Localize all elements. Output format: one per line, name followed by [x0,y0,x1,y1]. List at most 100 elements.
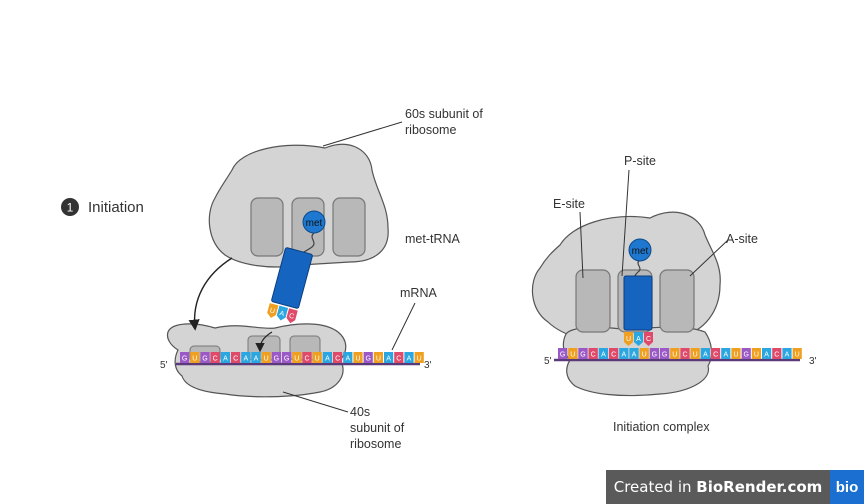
met-residue-left [302,210,326,234]
five-prime-left: 5' [160,360,168,371]
mrna-base-label-left-6: A [243,356,248,363]
mrna-base-right-2 [578,348,588,359]
label-met-trna: met-tRNA [405,232,461,246]
mrna-base-left-19 [373,352,383,363]
step-number-badge [61,198,79,216]
mrna-base-label-right-21: C [774,352,779,359]
mrna-base-label-left-22: A [407,356,412,363]
mrna-base-right-7 [629,348,639,359]
mrna-base-left-5 [231,352,241,363]
biorender-badge[interactable]: Created in BioRender.com bio [606,470,864,504]
label-large-subunit-1: 60s subunit of [405,107,483,121]
mrna-base-right-1 [568,348,578,359]
three-prime-left: 3' [424,360,432,371]
label-small-subunit-3: ribosome [350,437,401,451]
mrna-base-label-right-16: A [723,352,728,359]
mrna-base-label-left-12: C [304,356,309,363]
anticodon-a-right [634,332,643,346]
leader-p-site [621,169,630,277]
met-trna-left: U A C [267,247,313,324]
anticodon-u-text-left: U [269,307,276,315]
mrna-base-label-left-5: C [233,356,238,363]
mrna-base-label-left-0: G [182,356,187,363]
step-number: 1 [67,201,74,215]
mrna-base-label-left-17: U [355,356,360,363]
mrna-base-label-left-9: G [274,356,279,363]
mrna-base-label-left-15: C [335,356,340,363]
mrna-base-label-left-16: A [345,356,350,363]
mrna-base-label-right-3: C [591,352,596,359]
label-p-site: P-site [624,154,656,168]
mrna-base-left-3 [210,352,220,363]
met-residue-right [628,238,652,262]
mrna-base-right-9 [649,348,659,359]
mrna-base-right-5 [609,348,619,359]
anticodon-c-right [644,332,653,346]
label-large-subunit-2: ribosome [405,123,456,137]
mrna-base-label-left-11: U [294,356,299,363]
mrna-base-left-21 [394,352,404,363]
badge-brand: BioRender.com [696,478,823,496]
mrna-base-label-left-2: G [202,356,207,363]
mrna-base-label-left-10: G [284,356,289,363]
anticodon-c-text-left: C [288,313,295,321]
mrna-base-label-right-18: G [743,352,748,359]
mrna-base-left-10 [282,352,292,363]
label-small-subunit-1: 40s [350,405,370,419]
leader-a-site [689,239,729,277]
mrna-base-right-8 [639,348,649,359]
mrna-base-label-left-8: U [264,356,269,363]
mrna-base-label-left-20: A [386,356,391,363]
label-e-site: E-site [553,197,585,211]
mrna-base-right-14 [700,348,710,359]
mrna-base-right-19 [751,348,761,359]
anticodon-a-text-right: A [636,336,641,343]
mrna-base-right-18 [741,348,751,359]
leader-e-site [579,211,584,279]
badge-text: Created in BioRender.com [606,478,830,496]
met-label-right: met [632,246,649,257]
trna-body-right [623,275,653,331]
leader-large-subunit [322,121,403,147]
mrna-base-left-13 [312,352,322,363]
mrna-base-right-17 [731,348,741,359]
mrna-base-label-left-13: U [315,356,320,363]
mrna-base-right-6 [619,348,629,359]
mrna-base-label-right-5: C [611,352,616,359]
mrna-base-right-20 [762,348,772,359]
mrna-base-left-7 [251,352,261,363]
mrna-base-label-right-7: A [632,352,637,359]
a-slot-right [659,269,695,333]
mrna-base-left-11 [292,352,302,363]
mrna-base-label-left-1: U [192,356,197,363]
mrna-base-right-22 [782,348,792,359]
mrna-base-label-right-19: U [754,352,759,359]
mrna-base-label-right-23: U [795,352,800,359]
mrna-base-label-left-14: A [325,356,330,363]
label-mrna: mRNA [400,286,437,300]
mrna-base-label-right-2: G [580,352,585,359]
mrna-base-label-left-7: A [254,356,259,363]
mrna-base-label-right-8: U [642,352,647,359]
mrna-base-right-4 [598,348,608,359]
e-slot-left [250,197,284,257]
label-a-site: A-site [726,232,758,246]
mrna-base-left-22 [404,352,414,363]
leader-mrna [391,302,416,351]
mrna-base-label-right-20: A [764,352,769,359]
anticodon-c-text-right: C [646,336,651,343]
mrna-base-right-12 [680,348,690,359]
mrna-base-right-10 [660,348,670,359]
mrna-base-right-15 [711,348,721,359]
mrna-base-label-right-22: A [785,352,790,359]
mrna-base-label-left-19: U [376,356,381,363]
mrna-base-label-right-11: U [672,352,677,359]
mrna-base-label-right-0: G [560,352,565,359]
anticodon-a-left [276,305,289,321]
mrna-base-label-left-18: G [365,356,370,363]
mrna-base-label-right-10: G [662,352,667,359]
anticodon-u-text-right: U [626,336,631,343]
mrna-base-label-right-4: A [601,352,606,359]
mrna-base-left-14 [322,352,332,363]
